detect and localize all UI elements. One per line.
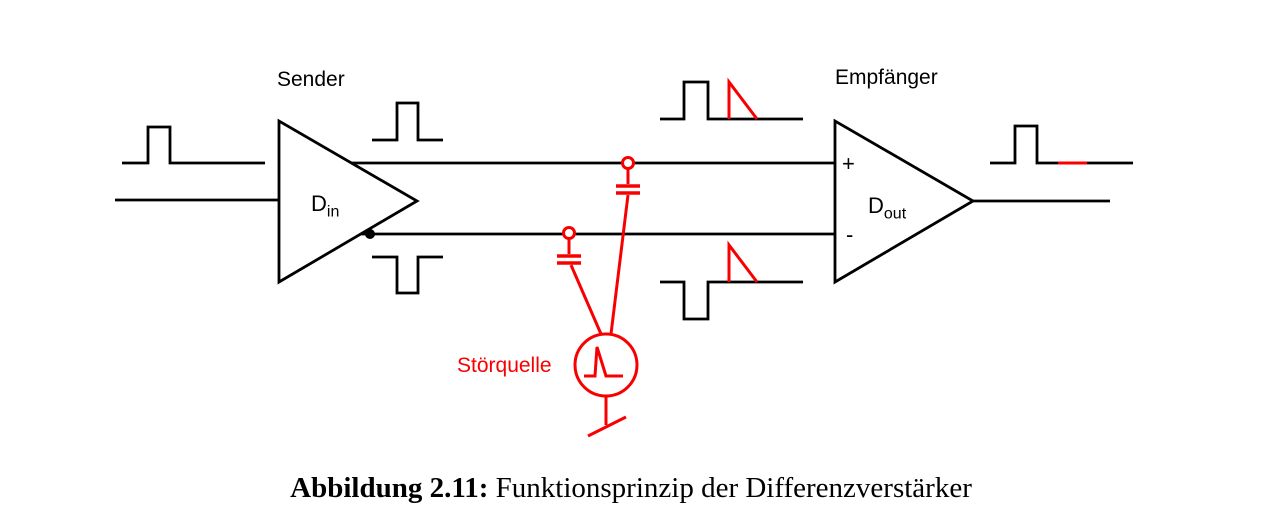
sender-gate-label: Din <box>311 191 339 220</box>
noise-source-label: Störquelle <box>457 354 552 377</box>
capacitor-lead <box>609 194 630 335</box>
receiver-minus-input-label: - <box>846 222 854 247</box>
capacitor-tap-terminal-icon <box>621 156 635 170</box>
line-top-disturbed-waveform <box>660 80 803 121</box>
receiver-gate-label: Dout <box>868 193 906 222</box>
noise-source-circle-icon <box>573 332 639 398</box>
capacitor-lead <box>569 264 603 335</box>
ground-icon <box>587 415 627 438</box>
sender-positive-pulse-waveform <box>372 101 443 142</box>
noise-spike-bottom-waveform <box>727 240 759 283</box>
noise-source-symbol <box>573 332 639 438</box>
input-pulse-waveform <box>122 125 265 165</box>
receiver-gate-main: D <box>868 193 884 218</box>
sender-gate-sub: in <box>326 203 340 221</box>
receiver-title: Empfänger <box>835 66 938 89</box>
receiver-amplifier-triangle <box>833 118 976 285</box>
sender-negative-pulse-waveform <box>372 255 443 295</box>
capacitor-tap-terminal-icon <box>562 226 576 240</box>
junction-dot <box>365 229 375 239</box>
receiver-gate-sub: out <box>883 205 907 223</box>
caption-number: Abbildung 2.11: <box>290 472 489 504</box>
sender-gate-main: D <box>311 191 327 216</box>
figure-caption: Abbildung 2.11: Funktionsprinzip der Dif… <box>0 472 1262 505</box>
noise-source-spike-icon <box>584 346 623 378</box>
sender-amplifier-triangle <box>277 118 420 285</box>
coupling-capacitor-bottom <box>557 226 603 335</box>
noise-spike-top-waveform <box>727 77 759 120</box>
coupling-capacitor-top <box>609 156 640 335</box>
noise-geometry <box>557 77 1087 438</box>
sender-title: Sender <box>277 68 345 91</box>
caption-text: Funktionsprinzip der Differenzverstärker <box>488 472 972 504</box>
line-bottom-disturbed-waveform <box>660 280 803 321</box>
receiver-plus-input-label: + <box>842 151 855 176</box>
signal-geometry <box>115 80 1133 321</box>
output-pulse-waveform <box>990 124 1133 165</box>
